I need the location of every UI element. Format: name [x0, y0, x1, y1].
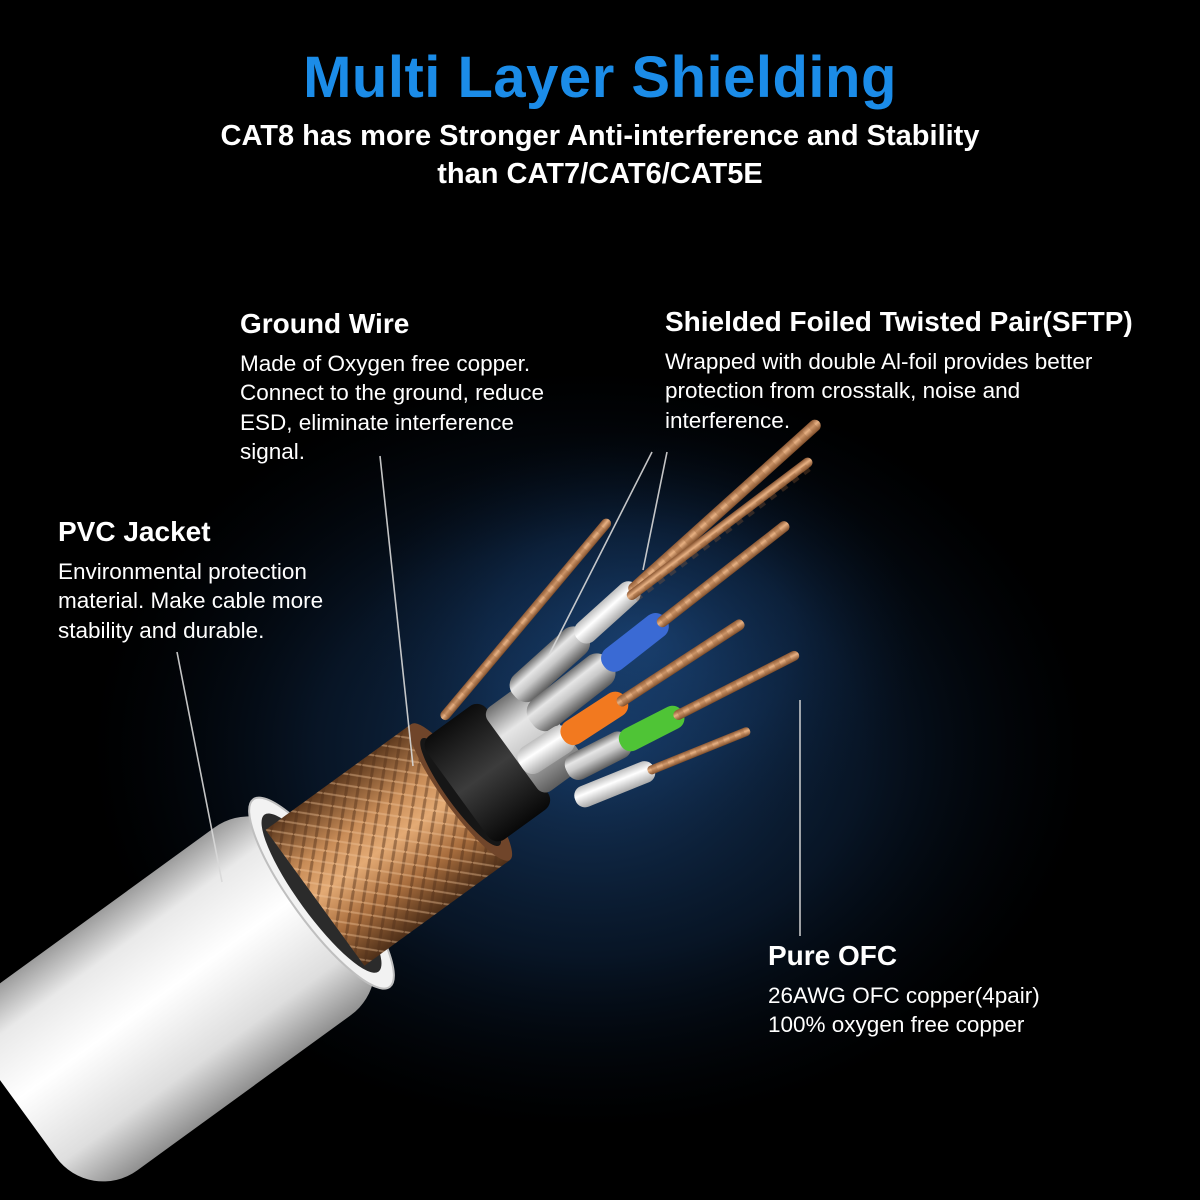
callout-ground-wire: Ground Wire Made of Oxygen free copper. …	[240, 308, 544, 466]
callout-pvc-jacket-title: PVC Jacket	[58, 516, 211, 547]
callout-pure-ofc-body: 26AWG OFC copper(4pair) 100% oxygen free…	[768, 983, 1040, 1038]
orange-insulation	[560, 691, 629, 746]
callout-sftp-body: Wrapped with double Al-foil provides bet…	[665, 349, 1093, 433]
inner-sheath-layer	[424, 703, 551, 842]
callout-ground-wire-body: Made of Oxygen free copper. Connect to t…	[240, 351, 544, 464]
sftp-callout-line-1	[548, 451, 653, 656]
al-foil-layer	[485, 683, 585, 793]
cable	[0, 419, 821, 1182]
wire-pair-orange	[517, 619, 745, 775]
callout-pure-ofc-title: Pure OFC	[768, 940, 898, 971]
callout-lines	[176, 451, 801, 936]
ground-wire-callout-line	[379, 455, 414, 767]
pvc-jacket-callout-line	[176, 651, 223, 883]
blue-insulation	[601, 613, 669, 672]
wire-pair-top	[509, 419, 821, 703]
green-insulation	[618, 705, 685, 752]
stray-copper-strand	[440, 518, 612, 721]
sftp-callout-line-2	[642, 451, 668, 571]
callout-pvc-jacket-body: Environmental protection material. Make …	[58, 559, 324, 643]
wire-pair-blue	[526, 521, 790, 732]
page-subtitle: CAT8 has more Stronger Anti-interference…	[220, 120, 980, 190]
callout-sftp-title: Shielded Foiled Twisted Pair(SFTP)	[665, 306, 1133, 337]
callout-pure-ofc: Pure OFC 26AWG OFC copper(4pair) 100% ox…	[768, 940, 1040, 1040]
callout-ground-wire-title: Ground Wire	[240, 308, 410, 339]
wire-pair-green	[564, 650, 800, 780]
callout-pvc-jacket: PVC Jacket Environmental protection mate…	[58, 516, 323, 645]
pvc-jacket-layer	[0, 816, 375, 1182]
page-title: Multi Layer Shielding	[303, 45, 897, 110]
callout-sftp: Shielded Foiled Twisted Pair(SFTP) Wrapp…	[665, 306, 1133, 435]
wire-white	[574, 727, 751, 808]
